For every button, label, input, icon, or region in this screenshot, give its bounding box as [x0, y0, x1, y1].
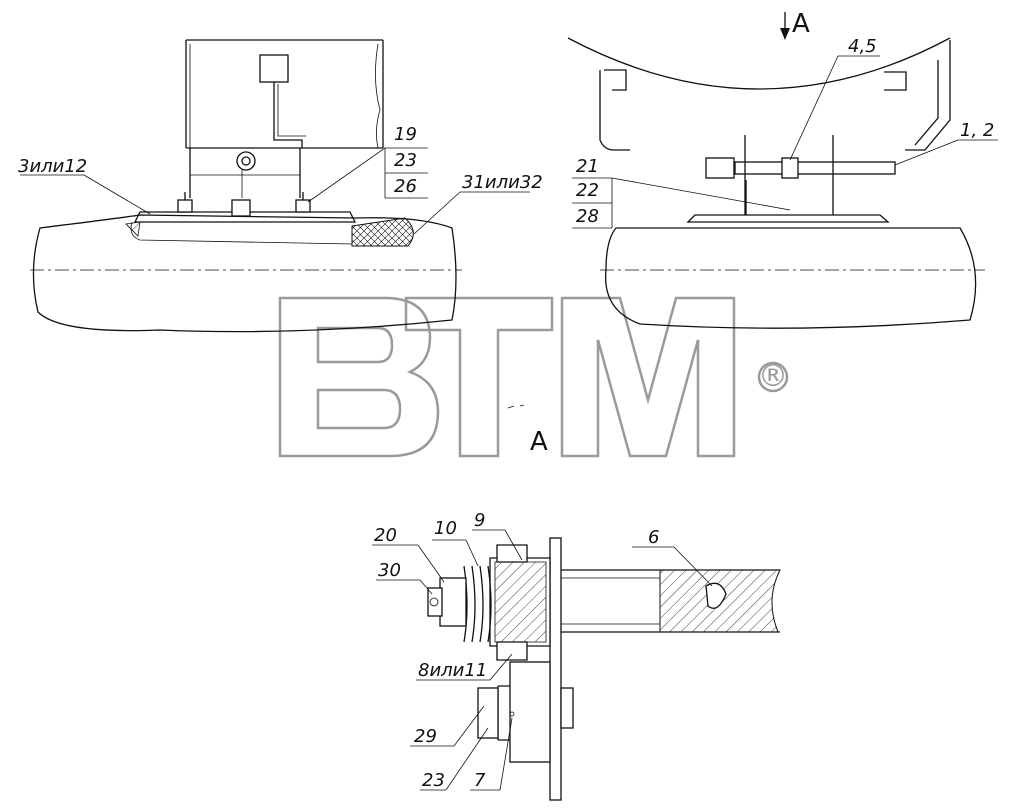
callout-29: 29 [414, 726, 437, 747]
view-label-a: A [530, 427, 548, 457]
right-pillow [604, 227, 977, 329]
callout-19: 19 [394, 124, 417, 145]
callout-7: 7 [474, 770, 486, 791]
bottom-detail: 20 10 9 6 30 8или11 29 23 7 [372, 510, 781, 801]
callout-10: 10 [434, 518, 457, 539]
callout-8-or-11: 8или11 [418, 660, 487, 681]
callout-23-left: 23 [394, 150, 417, 171]
callout-4-5: 4,5 [848, 36, 877, 57]
watermark-letter-m [560, 296, 736, 458]
callout-3-or-12: 3или12 [18, 156, 87, 177]
left-pillow [32, 214, 457, 333]
callout-23-bottom: 23 [422, 770, 445, 791]
callout-21: 21 [576, 156, 599, 177]
watermark-registered: ® [758, 359, 788, 394]
callout-9: 9 [474, 510, 485, 531]
right-view: A 4,5 1, 2 21 22 28 [567, 9, 998, 329]
callout-31-or-32: 31или32 [462, 172, 543, 193]
callout-30: 30 [378, 560, 401, 581]
callout-1-2: 1, 2 [960, 120, 994, 141]
callout-20: 20 [374, 525, 397, 546]
callout-22: 22 [576, 180, 599, 201]
watermark-letter-b [278, 296, 440, 458]
callout-26: 26 [394, 176, 417, 197]
watermark-registered-circle [757, 361, 789, 393]
view-marker-a: A [792, 9, 810, 39]
callout-28: 28 [576, 206, 599, 227]
watermark: ® [278, 296, 789, 458]
watermark-letter-t [404, 296, 554, 458]
left-view: 3или12 19 23 26 31или32 [18, 39, 543, 333]
callout-6: 6 [648, 527, 659, 548]
